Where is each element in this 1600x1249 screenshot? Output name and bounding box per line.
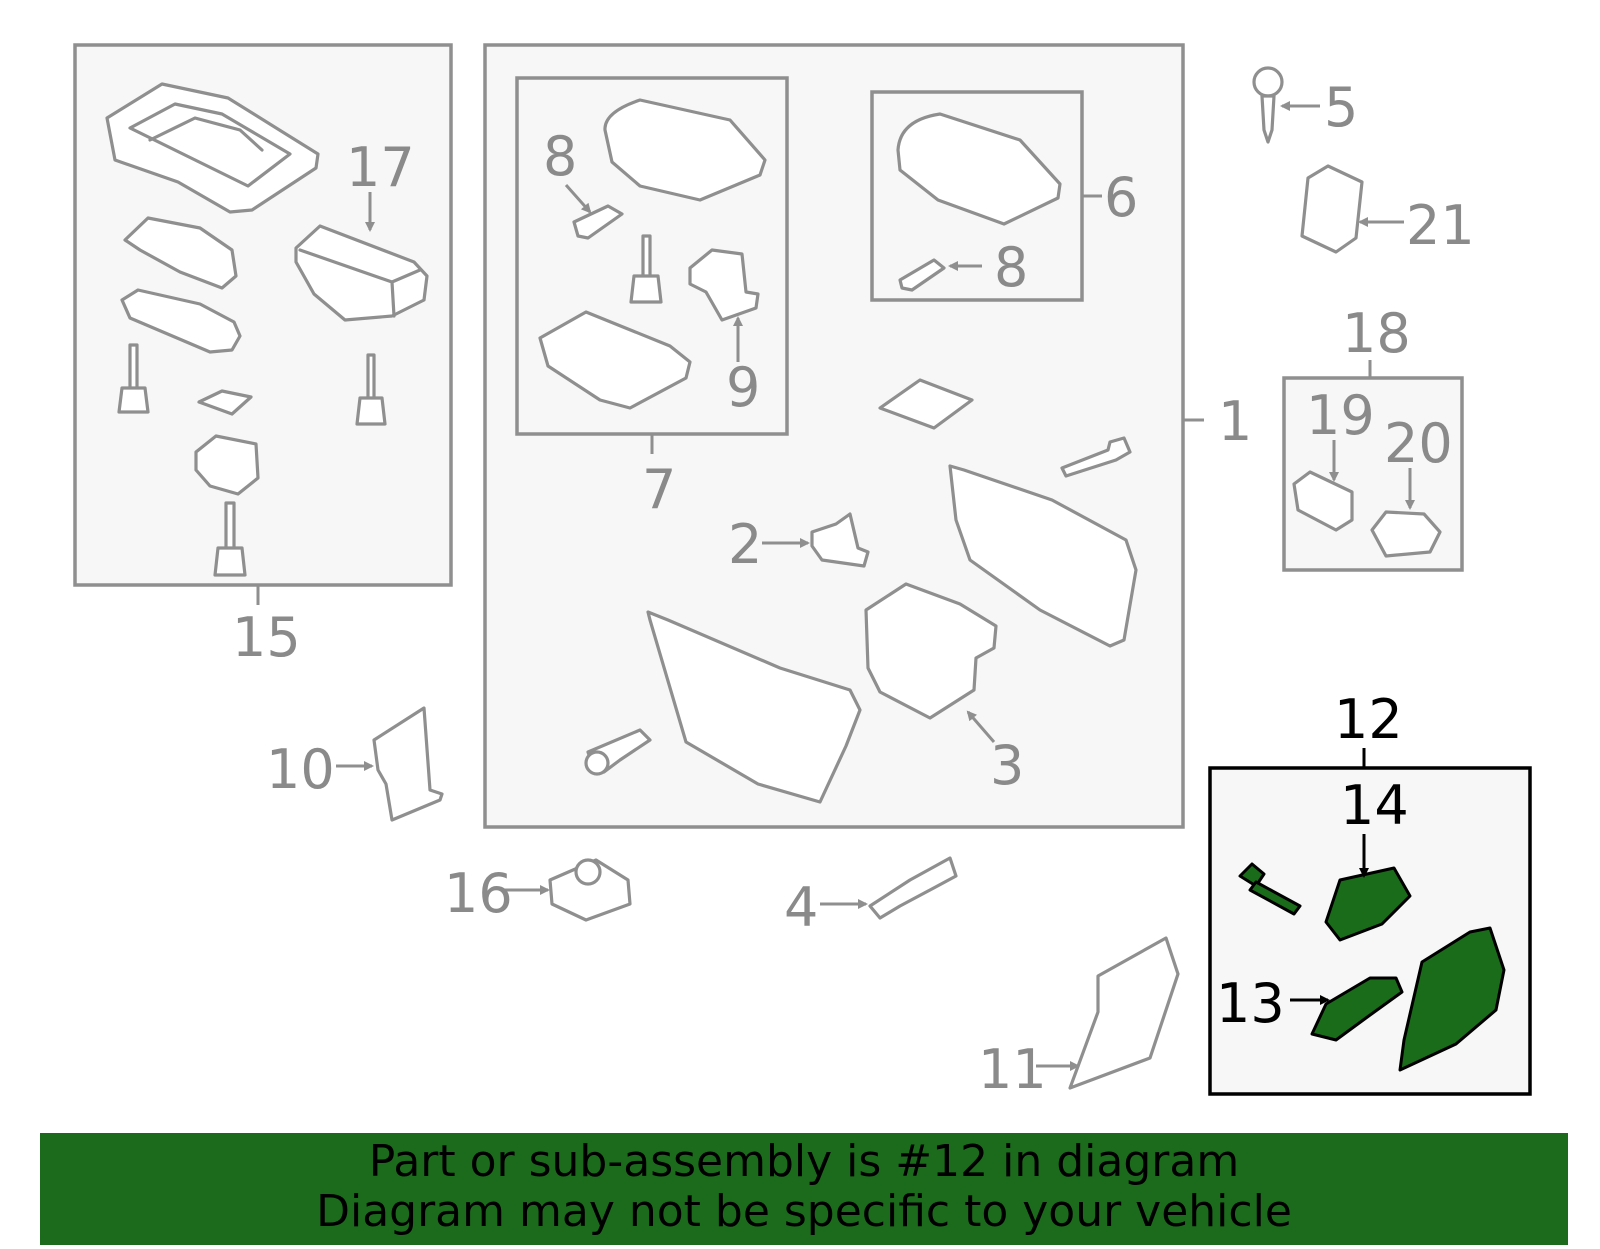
bracket-4-shape: [868, 856, 958, 920]
shifter-bezel-ridge: [148, 116, 264, 152]
callout-20: 20: [1384, 412, 1453, 475]
callout-6: 6: [1104, 166, 1138, 229]
callout-2: 2: [728, 513, 762, 576]
bolt-shaft-green: [1248, 880, 1302, 916]
shifter-bezel-detail: [128, 102, 292, 188]
callout-14: 14: [1340, 774, 1409, 837]
screw-7: [629, 234, 663, 304]
part-5-group[interactable]: [1252, 66, 1320, 144]
socket-shape: [194, 434, 260, 496]
assembly-1-group[interactable]: [483, 43, 1204, 829]
leader-8a: [564, 184, 592, 214]
part-17-detail: [298, 248, 422, 318]
part-21-group[interactable]: [1300, 164, 1404, 254]
callout-13: 13: [1216, 972, 1285, 1035]
part-4-group[interactable]: [820, 856, 958, 920]
screw-5-head: [1252, 66, 1284, 98]
mat-shape: [878, 378, 974, 430]
bolt-head-green: [1238, 862, 1266, 888]
screw-3-head: [584, 750, 610, 776]
assembly-12-group[interactable]: [1208, 748, 1532, 1096]
screw-5-shaft: [1260, 94, 1276, 144]
callout-7: 7: [642, 458, 676, 521]
callout-4: 4: [784, 876, 818, 939]
part-10-group[interactable]: [336, 706, 444, 822]
callout-8a: 8: [543, 125, 577, 188]
screw-left: [117, 343, 150, 414]
callout-16: 16: [444, 862, 513, 925]
callout-3: 3: [990, 734, 1024, 797]
callout-12: 12: [1334, 688, 1403, 751]
hinge-base-shape: [538, 310, 692, 410]
bolt-1-shape: [1060, 436, 1132, 478]
assembly-15-group[interactable]: [73, 43, 453, 605]
small-pad: [197, 389, 253, 416]
front-panel-shape: [646, 610, 862, 804]
side-panel-shape: [948, 464, 1138, 648]
socket-20-shape: [1370, 510, 1442, 558]
shifter-bezel-shape: [105, 82, 320, 214]
clip-2-shape: [810, 512, 870, 568]
screw-bottom: [213, 501, 247, 577]
part-13-green-shape: [1310, 976, 1404, 1042]
callout-21: 21: [1406, 194, 1475, 257]
cup-holder-3-shape: [864, 582, 998, 720]
bracket-9-shape: [688, 248, 760, 322]
armrest-lid-7-shape: [603, 98, 767, 202]
callout-11: 11: [978, 1038, 1047, 1101]
module-16-shape: [548, 858, 632, 922]
callout-17: 17: [346, 136, 415, 199]
screw-right: [355, 353, 387, 426]
lighter-19-shape: [1292, 470, 1354, 532]
callout-15: 15: [232, 606, 301, 669]
callout-19: 19: [1306, 384, 1375, 447]
bracket-10-shape: [372, 706, 444, 822]
cover-green-shape: [1398, 926, 1506, 1072]
leader-3: [966, 710, 996, 743]
trim-piece-shape: [123, 216, 238, 290]
info-banner: Part or sub-assembly is #12 in diagram D…: [40, 1133, 1568, 1245]
callout-10: 10: [266, 738, 335, 801]
callout-18: 18: [1342, 302, 1411, 365]
switch-panel-shape: [120, 288, 242, 354]
armrest-lid-6-shape: [896, 112, 1062, 226]
part-11-group[interactable]: [1036, 936, 1180, 1090]
pin-8b-shape: [898, 258, 946, 292]
callout-8b: 8: [994, 236, 1028, 299]
banner-line-part: Part or sub-assembly is #12 in diagram: [368, 1136, 1240, 1187]
part-14-green-shape: [1324, 866, 1412, 942]
callout-5: 5: [1324, 76, 1358, 139]
switch-21-shape: [1300, 164, 1364, 254]
assembly-18-group[interactable]: [1282, 360, 1464, 572]
panel-11-shape: [1068, 936, 1180, 1090]
part-16-group[interactable]: [504, 858, 632, 922]
pin-8a-shape: [572, 204, 624, 240]
banner-line-disclaimer: Diagram may not be specific to your vehi…: [316, 1186, 1292, 1237]
callout-9: 9: [726, 356, 760, 419]
module-16-knob: [574, 858, 602, 886]
callout-1: 1: [1218, 390, 1252, 453]
